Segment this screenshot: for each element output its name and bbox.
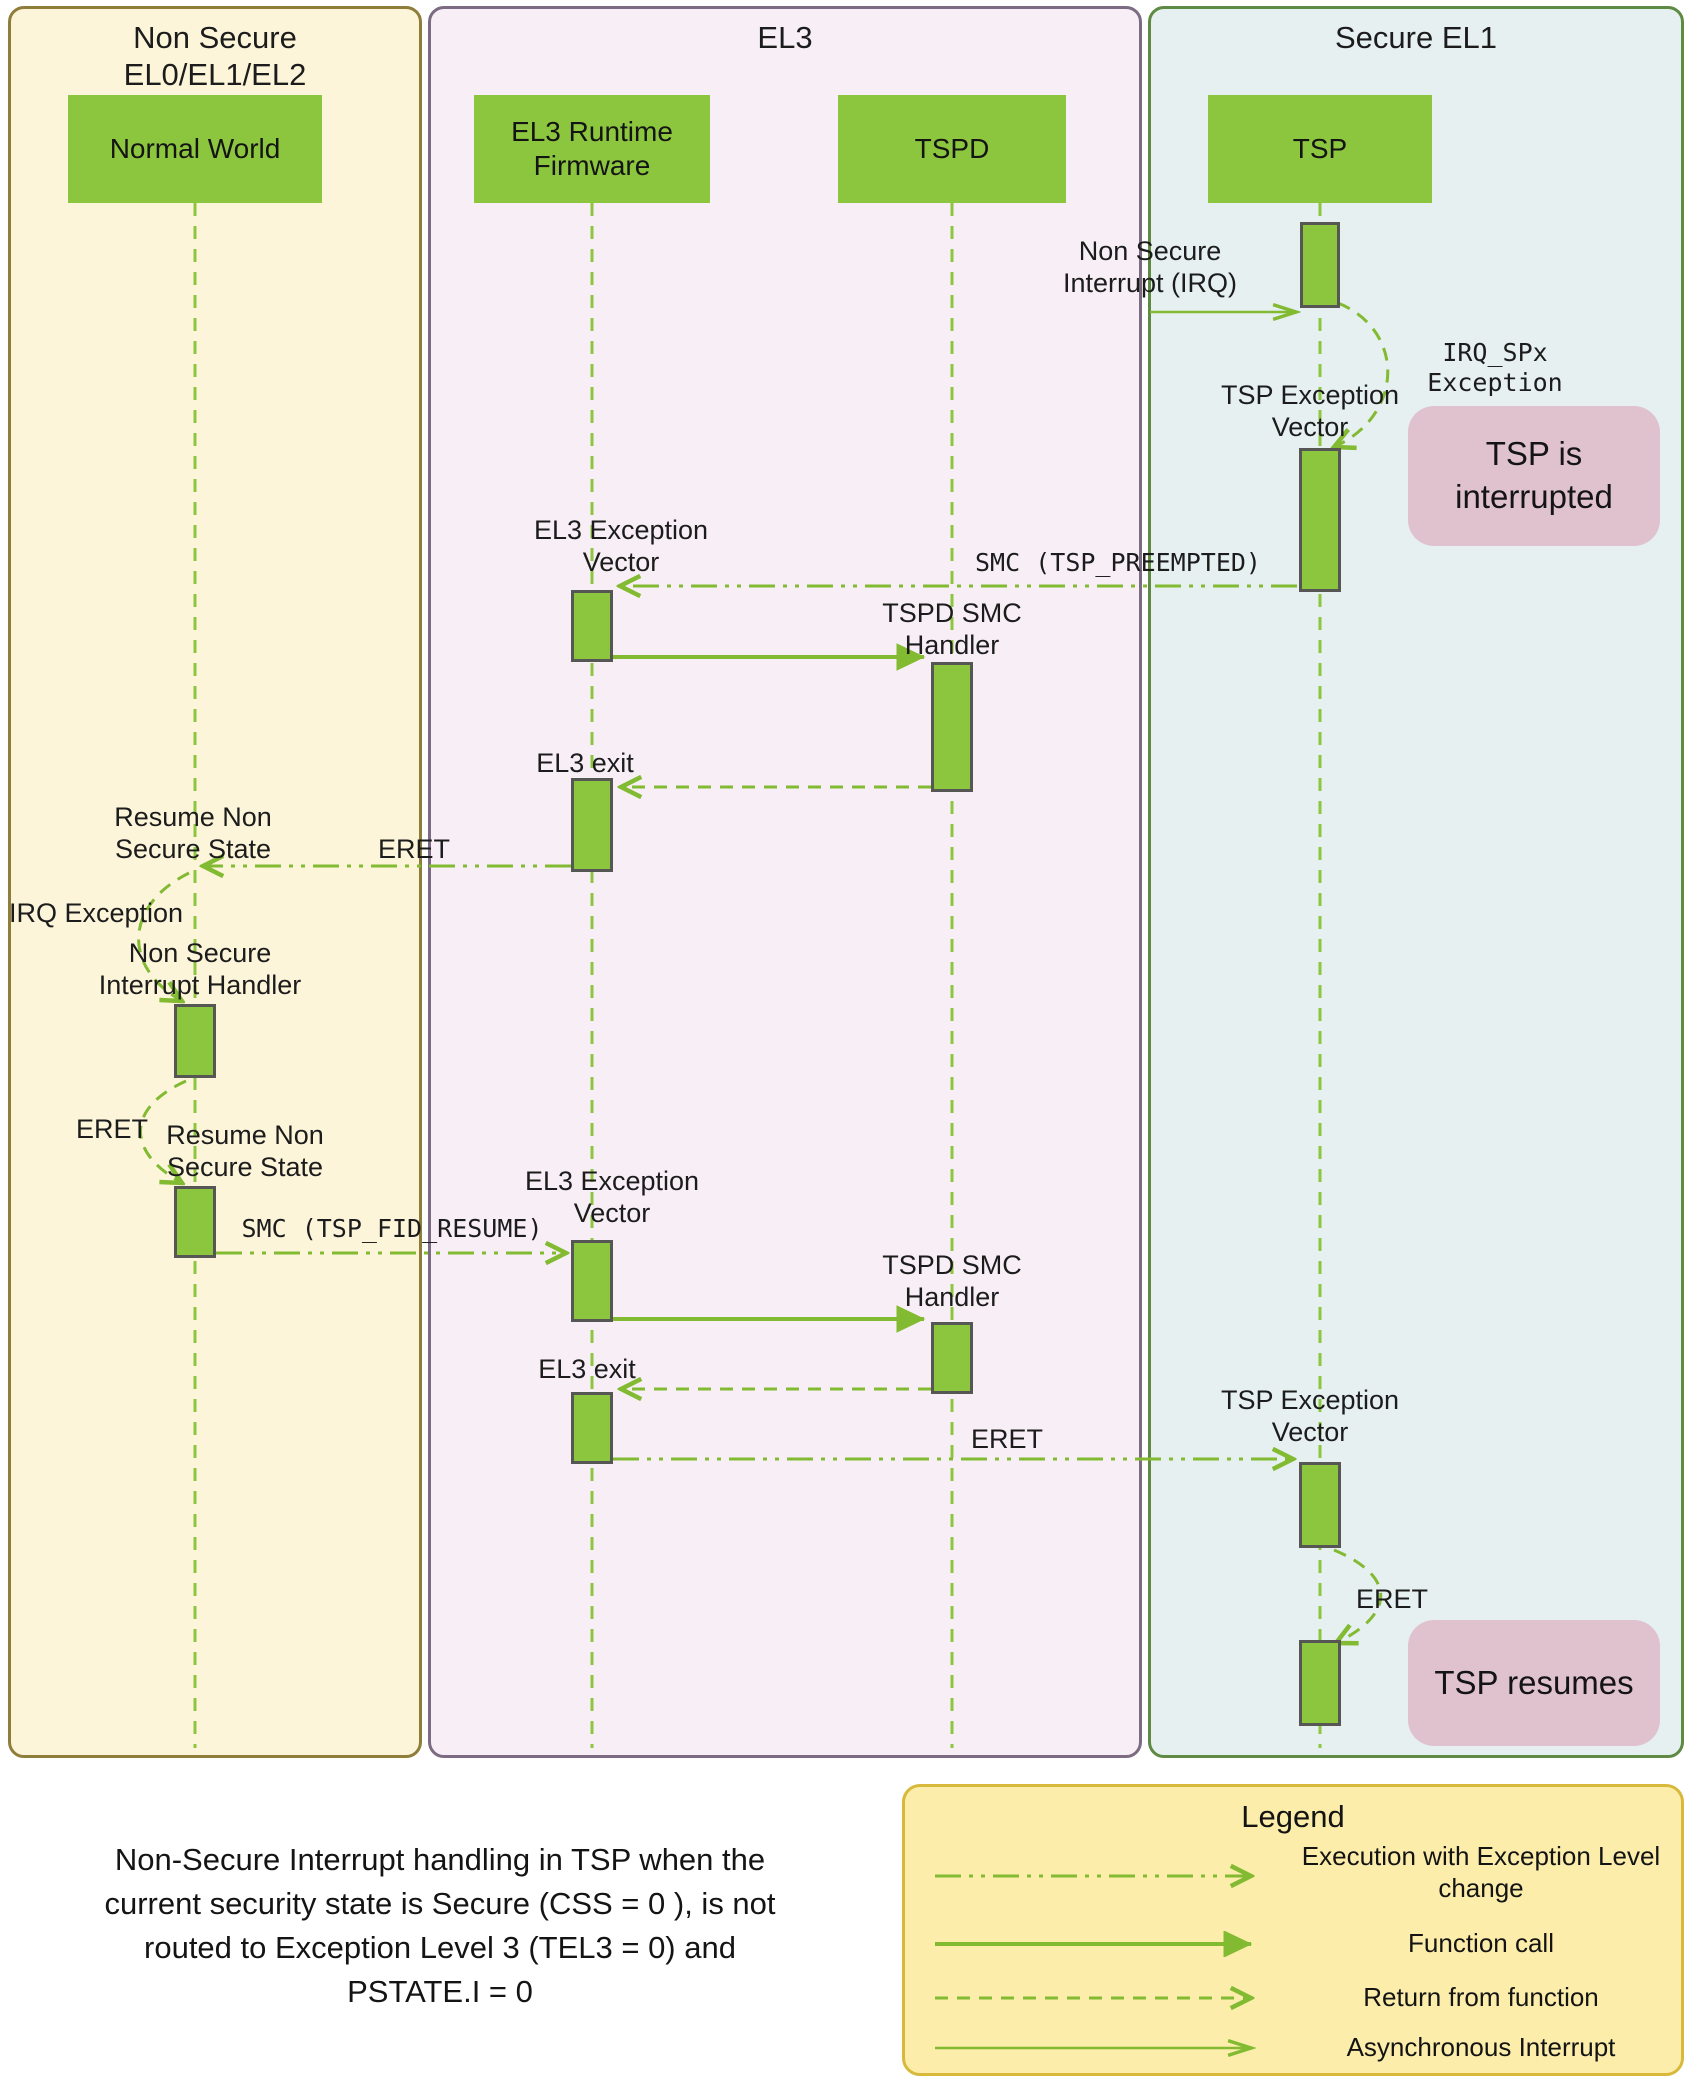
activation-tsp-interrupted xyxy=(1300,222,1340,308)
lane-title-el3: EL3 xyxy=(757,20,813,55)
legend-label-function-call: Function call xyxy=(1408,1928,1554,1958)
diagram-caption: Non-Secure Interrupt handling in TSP whe… xyxy=(104,1842,776,2010)
actor-el3-runtime-firmware: EL3 Runtime Firmware xyxy=(474,95,710,203)
label-irq-spx-exception: IRQ_SPx Exception xyxy=(1427,338,1563,397)
actor-normal-world: Normal World xyxy=(68,95,322,203)
label-eret-3: ERET xyxy=(970,1424,1044,1454)
arrow-irq-exception xyxy=(137,871,190,1001)
label-eret-4: ERET xyxy=(1355,1584,1429,1614)
activation-ns-interrupt-handler xyxy=(174,1004,216,1078)
activation-el3-exit-2 xyxy=(571,1392,613,1464)
label-non-secure-interrupt: Non Secure Interrupt (IRQ) xyxy=(1062,236,1238,298)
label-tsp-exception-vector-2: TSP Exception Vector xyxy=(1220,1385,1400,1447)
legend-label-asynchronous-interrupt: Asynchronous Interrupt xyxy=(1346,2032,1616,2062)
legend-sample-return-from-function xyxy=(935,1985,1281,2011)
legend-sample-exception-level-change xyxy=(935,1863,1281,1889)
legend-label-exception-level-change: Execution with Exception Level change xyxy=(1301,1841,1661,1903)
label-ns-interrupt-handler: Non Secure Interrupt Handler xyxy=(98,938,302,1000)
legend-title: Legend xyxy=(1241,1799,1345,1834)
label-el3-exception-vector-1: EL3 Exception Vector xyxy=(533,515,709,577)
label-eret-2: ERET xyxy=(75,1114,149,1144)
legend-label-return-from-function: Return from function xyxy=(1363,1982,1599,2012)
activation-tspd-smc-handler-1 xyxy=(931,662,973,792)
note-tsp-is-interrupted: TSP is interrupted xyxy=(1408,406,1660,546)
label-smc-tsp-preempted: SMC (TSP_PREEMPTED) xyxy=(975,548,1261,577)
label-tspd-smc-handler-2: TSPD SMC Handler xyxy=(882,1250,1022,1312)
activation-ns-resume xyxy=(174,1186,216,1258)
label-el3-exit-1: EL3 exit xyxy=(536,748,634,778)
label-eret-1: ERET xyxy=(377,834,451,864)
activation-el3-exit-1 xyxy=(571,778,613,872)
activation-tsp-resumed xyxy=(1299,1640,1341,1726)
lane-non-secure: Non Secure EL0/EL1/EL2 xyxy=(8,6,422,1758)
label-el3-exception-vector-2: EL3 Exception Vector xyxy=(524,1166,700,1228)
label-resume-non-secure-1: Resume Non Secure State xyxy=(114,802,272,864)
label-el3-exit-2: EL3 exit xyxy=(538,1354,636,1384)
lane-secure-el1: Secure EL1 xyxy=(1148,6,1684,1758)
note-tsp-resumes: TSP resumes xyxy=(1408,1620,1660,1746)
label-irq-exception: IRQ Exception xyxy=(8,898,184,928)
activation-tsp-exception-vector-2 xyxy=(1299,1462,1341,1548)
lane-title-secure-el1: Secure EL1 xyxy=(1335,20,1497,55)
lane-title-non-secure: Non Secure EL0/EL1/EL2 xyxy=(123,20,307,93)
label-resume-non-secure-2: Resume Non Secure State xyxy=(166,1120,324,1182)
activation-tspd-smc-handler-2 xyxy=(931,1322,973,1394)
activation-tsp-exception-vector-1 xyxy=(1299,448,1341,592)
label-smc-tsp-fid-resume: SMC (TSP_FID_RESUME) xyxy=(241,1214,543,1243)
arrow-eret-normal-world xyxy=(139,1079,187,1183)
legend-sample-function-call xyxy=(935,1931,1253,1957)
legend-sample-asynchronous-interrupt xyxy=(935,2035,1281,2061)
actor-tsp: TSP xyxy=(1208,95,1432,203)
label-tspd-smc-handler-1: TSPD SMC Handler xyxy=(882,598,1022,660)
arrow-eret-tsp-resume xyxy=(1334,1548,1383,1643)
legend: Legend Execution with Exception Level ch… xyxy=(902,1784,1684,2076)
activation-el3-exception-vector-2 xyxy=(571,1240,613,1322)
arrow-irq-spx-exception xyxy=(1334,301,1390,447)
actor-tspd: TSPD xyxy=(838,95,1066,203)
label-tsp-exception-vector-1: TSP Exception Vector xyxy=(1220,380,1400,442)
lane-el3: EL3 xyxy=(428,6,1142,1758)
activation-el3-exception-vector-1 xyxy=(571,590,613,662)
